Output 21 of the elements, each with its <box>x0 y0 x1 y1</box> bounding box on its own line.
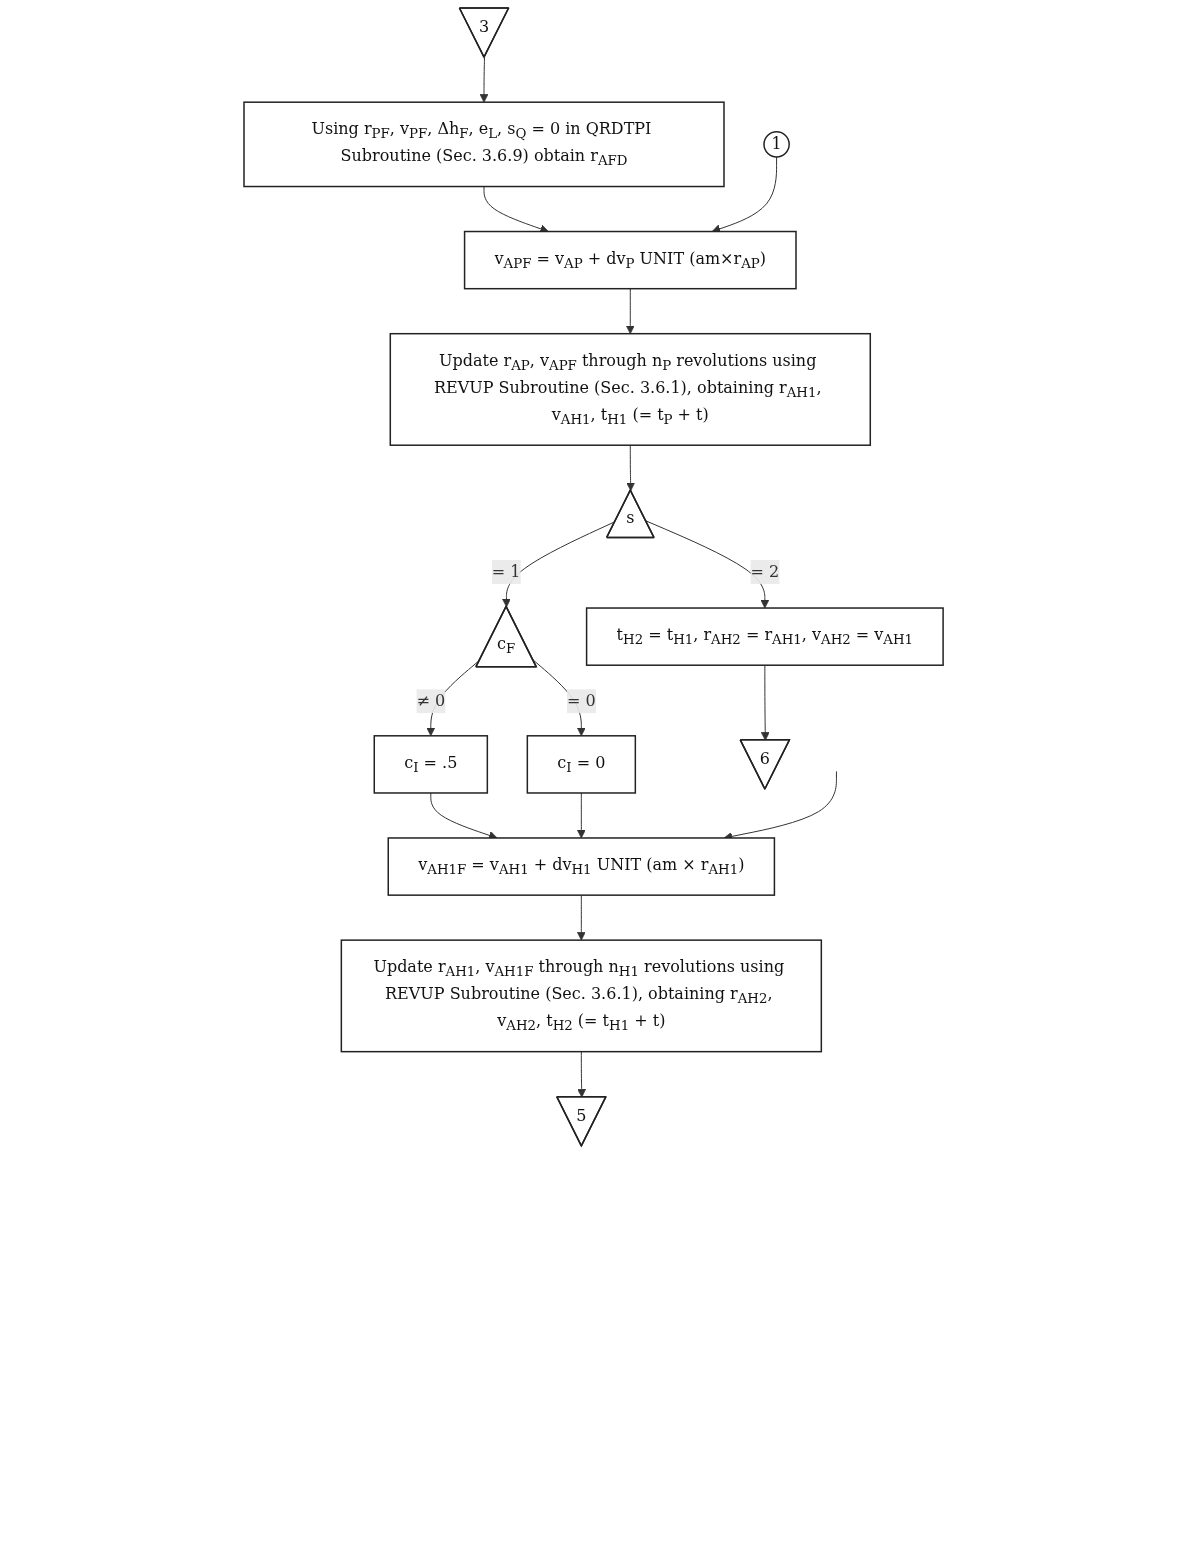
node-box: t$_{H2}$ = t$_{H1}$, r$_{AH2}$ = r$_{AH1}$, v$_{AH2}$ = v$_{AH1}$ <box>586 607 945 666</box>
arrow <box>626 444 636 492</box>
node-box: Update r$_{AP}$, v$_{APF}$ through n$_{P}$ revolutions using REVUP Subroutine (Sec. 3.6.1), obtaining r$_{AH1}$, v$_{AH1}$, t$_{H1}$ (= t$_{P}$ + t) <box>390 332 872 446</box>
arrow <box>577 1051 587 1098</box>
arrow <box>626 288 636 335</box>
node-box: v$_{AH1F}$ = v$_{AH1}$ + dv$_{H1}$ UNIT (am × r$_{AH1}$) <box>387 837 776 896</box>
arrow <box>645 520 770 609</box>
edge-label: = 2 <box>750 561 780 581</box>
arrow <box>761 664 771 741</box>
edge-label: = 0 <box>567 691 597 711</box>
arrow <box>577 894 587 941</box>
node-box: c$_{I}$ = 0 <box>527 735 637 794</box>
node-circle: 1 <box>763 131 791 158</box>
arrow <box>577 792 587 839</box>
node-box: Using r$_{PF}$, v$_{PF}$, Δh$_{F}$, e$_{L}$, s$_{Q}$ = 0 in QRDTPI Subroutine (Sec. 3.6.9) obtain r$_{AFD}$ <box>243 101 726 188</box>
arrow <box>480 57 489 103</box>
edge-label: ≠ 0 <box>416 691 446 711</box>
node-box: v$_{APF}$ = v$_{AP}$ + dv$_{P}$ UNIT (am×r$_{AP}$) <box>464 230 798 290</box>
node-box: c$_{I}$ = .5 <box>373 735 489 794</box>
edge-label: = 1 <box>492 561 521 581</box>
node-box: Update r$_{AH1}$, v$_{AH1F}$ through n$_{H1}$ revolutions using REVUP Subroutine (Sec. 3.6.1), obtaining r$_{AH2}$, v$_{AH2}$, t$_{H2}$ (= t$_{H1}$ + t) <box>341 939 823 1053</box>
